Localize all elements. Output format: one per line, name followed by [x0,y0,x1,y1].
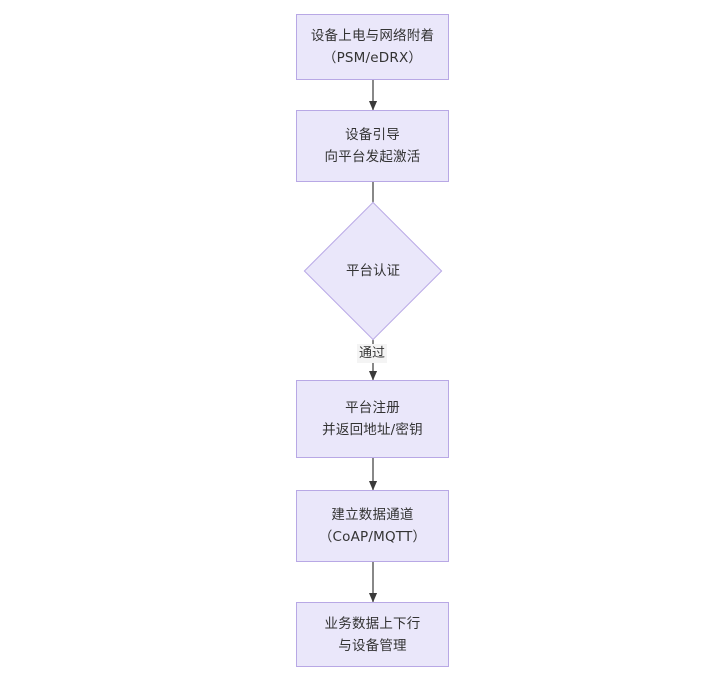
node-power-on-line1: 设备上电与网络附着 [310,28,435,44]
node-data-channel-line2: （CoAP/MQTT） [318,529,427,545]
node-power-on-line2: （PSM/eDRX） [322,50,423,66]
node-platform-auth[interactable]: 平台认证 [303,201,443,341]
node-data-channel-line1: 建立数据通道 [331,507,414,523]
node-platform-register[interactable]: 平台注册 并返回地址/密钥 [296,380,449,458]
node-data-channel[interactable]: 建立数据通道 （CoAP/MQTT） [296,490,449,562]
node-platform-register-line1: 平台注册 [345,400,400,416]
node-power-on[interactable]: 设备上电与网络附着 （PSM/eDRX） [296,14,449,80]
node-bootstrap-line1: 设备引导 [345,127,400,143]
node-business-data-line2: 与设备管理 [338,637,407,654]
node-platform-register-line2: 并返回地址/密钥 [322,422,423,438]
node-bootstrap-line2: 向平台发起激活 [324,149,421,165]
decision-diamond-shape [303,201,443,341]
node-bootstrap[interactable]: 设备引导 向平台发起激活 [296,110,449,182]
edge-label-pass: 通过 [357,344,388,363]
node-business-data[interactable]: 业务数据上下行 与设备管理 [296,602,449,667]
node-business-data-line1: 业务数据上下行 [324,615,421,632]
